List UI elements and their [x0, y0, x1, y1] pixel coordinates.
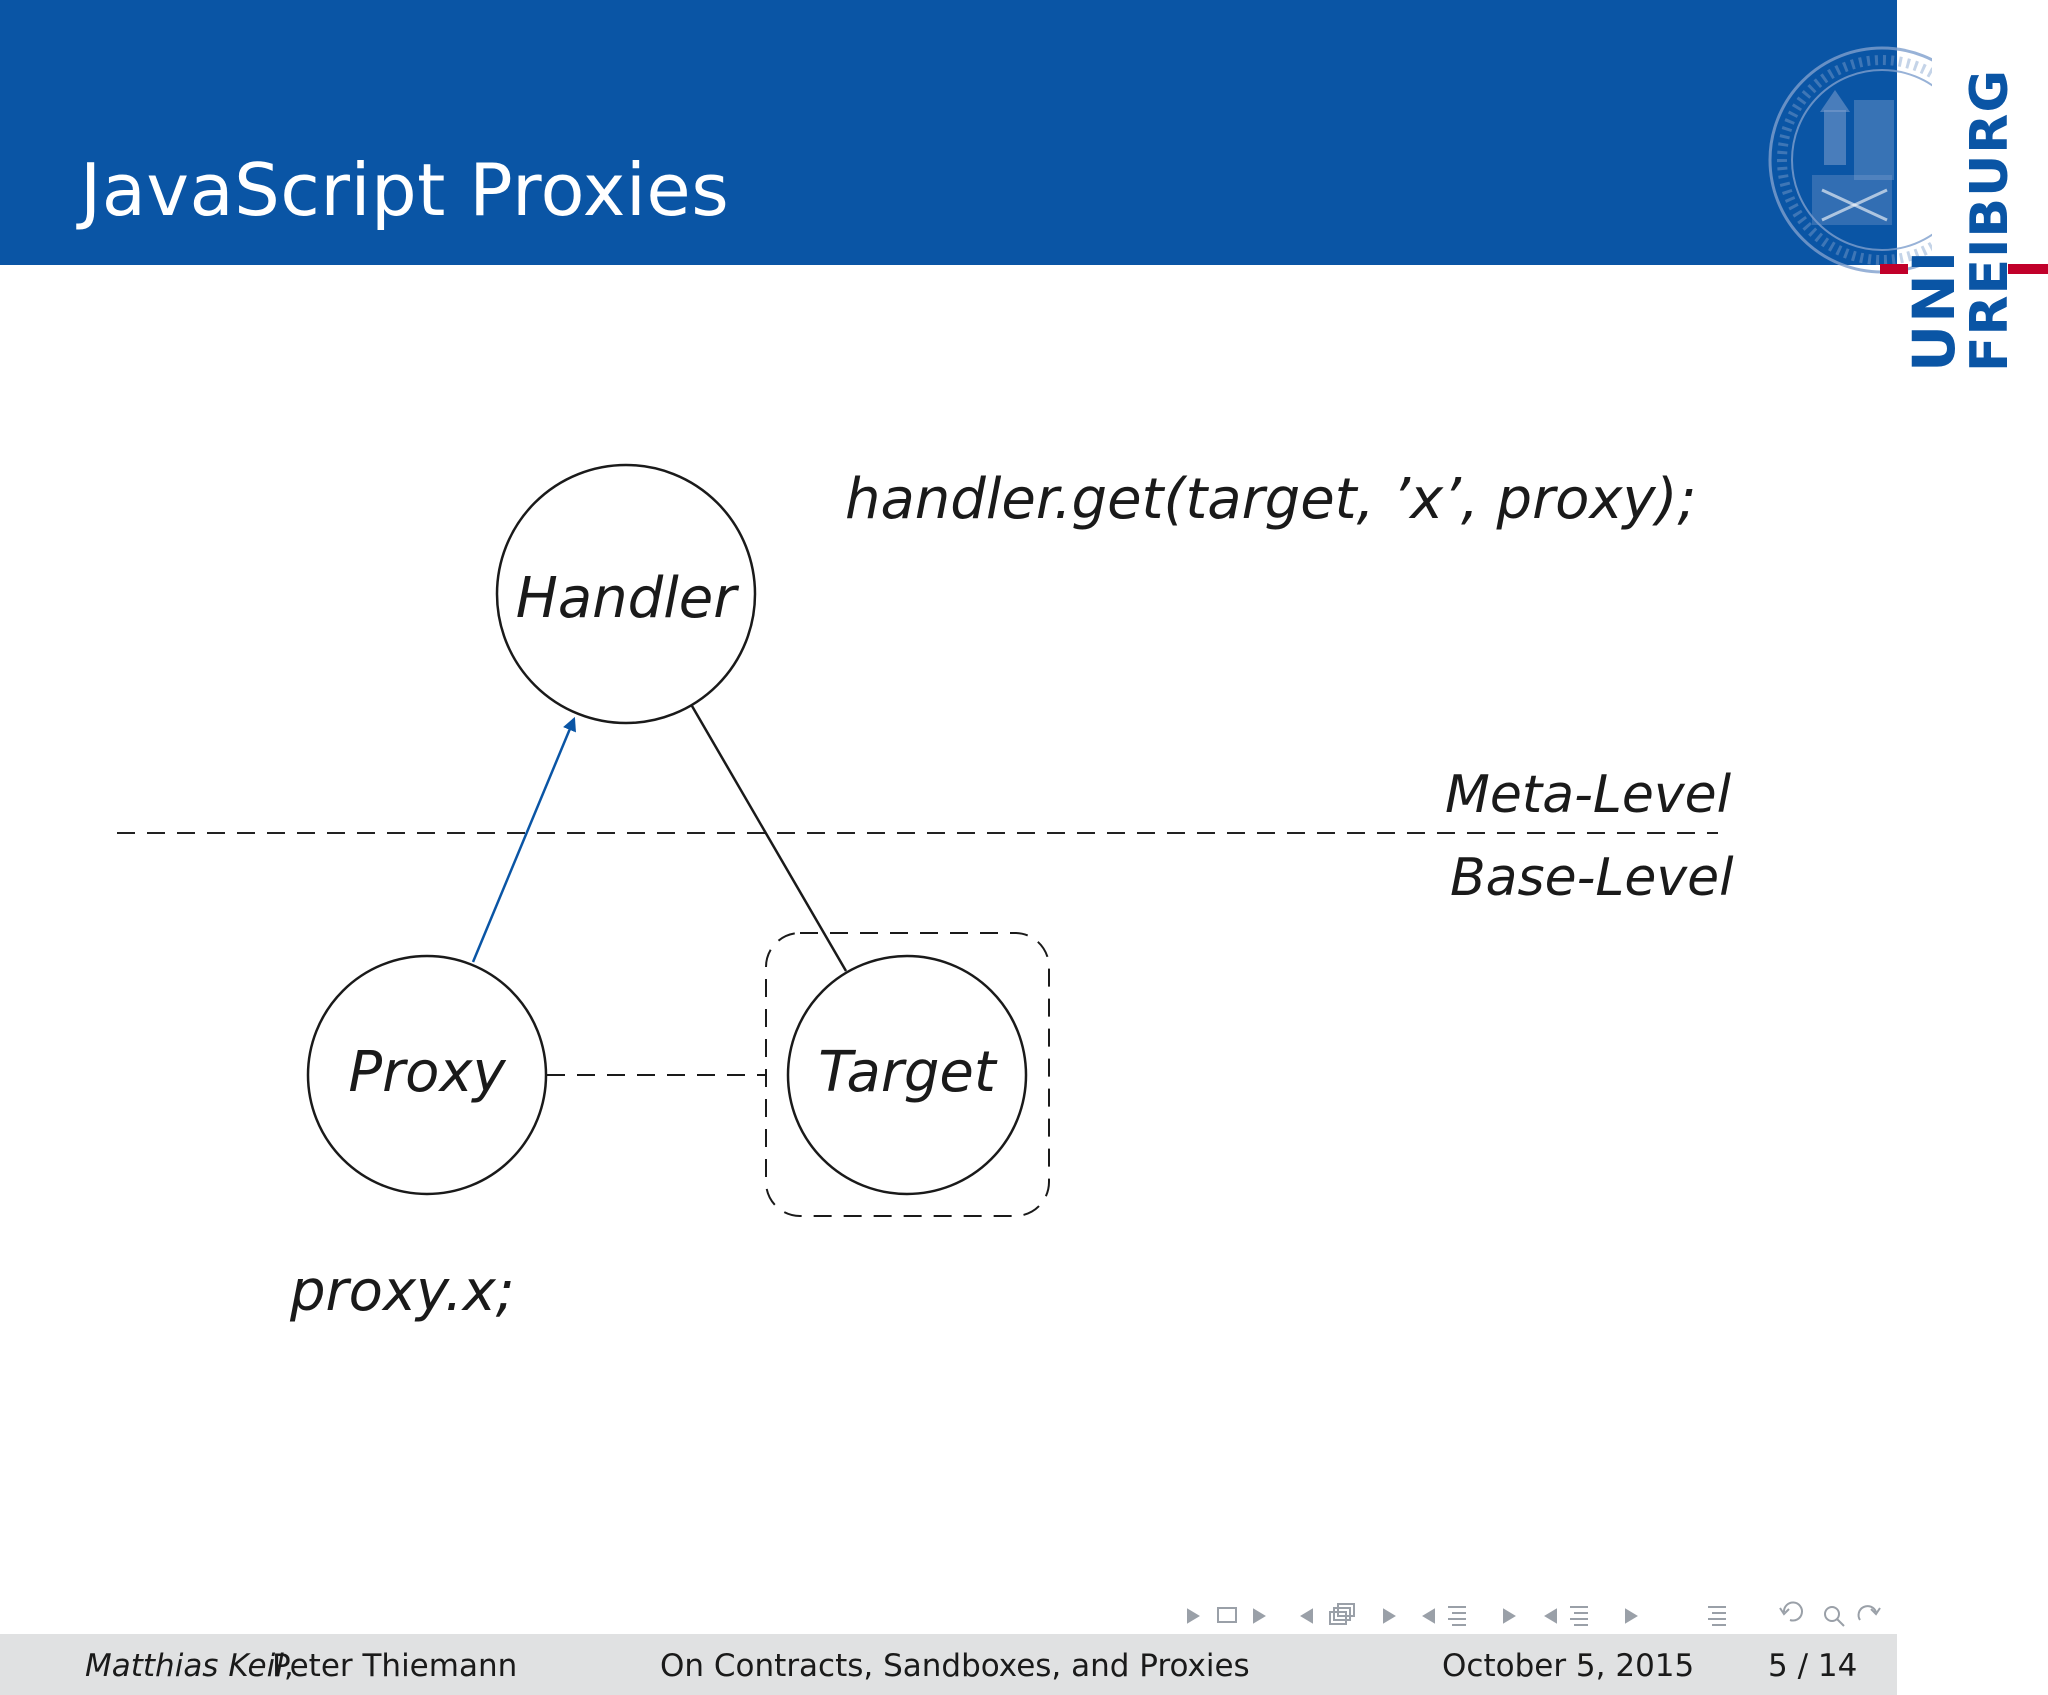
presentation-icon[interactable]	[1570, 1606, 1588, 1626]
university-seal-icon	[1768, 46, 1932, 274]
redo-icon[interactable]	[1857, 1605, 1881, 1621]
prev-frame-icon[interactable]	[1187, 1608, 1200, 1624]
frame-icon[interactable]	[1217, 1607, 1237, 1623]
appendix-icon[interactable]	[1708, 1606, 1726, 1626]
proxy-diagram: Meta-Level Base-Level handler.get(target…	[117, 463, 1734, 1324]
title-bar: JavaScript Proxies	[0, 0, 1897, 265]
handler-call-text: handler.get(target, ’x’, proxy);	[845, 467, 1696, 532]
handler-target-line	[690, 705, 848, 972]
prev-section-icon[interactable]	[1422, 1608, 1435, 1624]
beamer-navigation	[1187, 1601, 1881, 1627]
subsection-icon[interactable]	[1329, 1603, 1355, 1625]
handler-node-label: Handler	[516, 566, 739, 631]
proxy-handler-arrow	[471, 716, 576, 963]
logo-accent-right	[2008, 264, 2048, 274]
footer-date: October 5, 2015	[1442, 1648, 1695, 1684]
slide-title: JavaScript Proxies	[80, 148, 730, 232]
proxy-node	[306, 954, 548, 1196]
logo-accent-left	[1880, 264, 1908, 274]
prev-subsection-icon[interactable]	[1300, 1608, 1313, 1624]
search-icon[interactable]	[1824, 1606, 1845, 1627]
footer-author-secondary: Peter Thiemann	[272, 1648, 518, 1684]
target-node	[786, 954, 1028, 1196]
footer-talk-title: On Contracts, Sandboxes, and Proxies	[660, 1648, 1250, 1684]
next-subsection-icon[interactable]	[1383, 1608, 1396, 1624]
next-frame-icon[interactable]	[1253, 1608, 1266, 1624]
meta-level-label: Meta-Level	[1445, 765, 1732, 825]
footer-author-primary: Matthias Keil,	[85, 1648, 294, 1684]
footer-bar: Matthias Keil, Peter Thiemann On Contrac…	[0, 1634, 1897, 1695]
university-logo: UNI FREIBURG	[1880, 69, 2048, 390]
target-node-label: Target	[818, 1040, 998, 1105]
logo-freiburg-text: FREIBURG	[1960, 68, 2020, 372]
base-level-label: Base-Level	[1450, 848, 1734, 908]
logo-uni-text: UNI	[1900, 248, 1968, 372]
section-icon[interactable]	[1448, 1606, 1466, 1626]
proxy-access-text: proxy.x;	[289, 1259, 515, 1324]
next-section-icon[interactable]	[1503, 1608, 1516, 1624]
prev-presentation-icon[interactable]	[1544, 1608, 1557, 1624]
handler-node	[495, 463, 757, 725]
footer-page-number: 5 / 14	[1768, 1648, 1858, 1684]
proxy-node-label: Proxy	[348, 1040, 506, 1105]
next-presentation-icon[interactable]	[1625, 1608, 1638, 1624]
undo-icon[interactable]	[1779, 1601, 1803, 1622]
